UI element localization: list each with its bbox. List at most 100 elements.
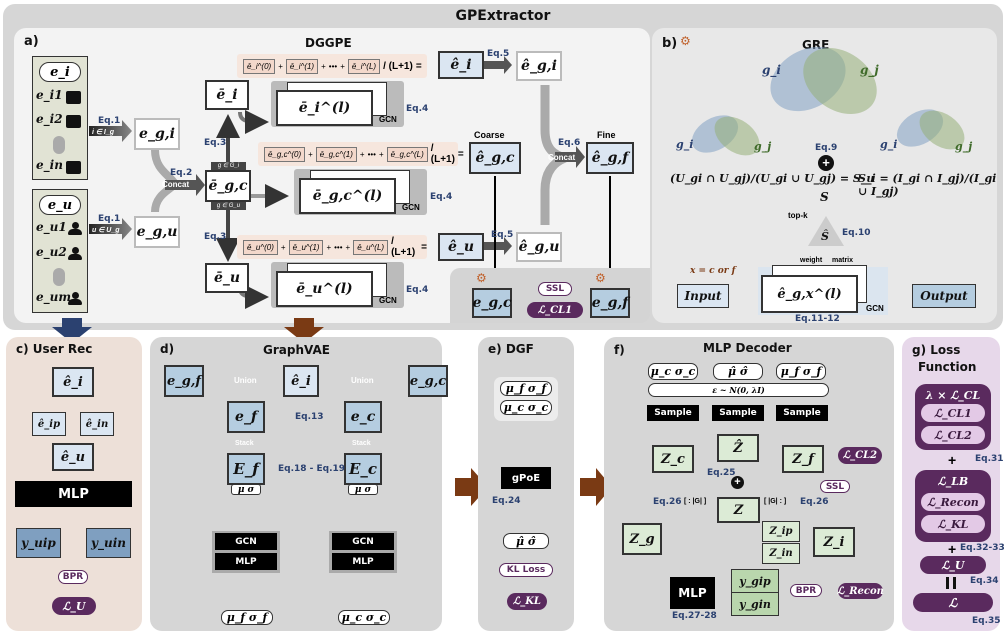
sum-term: ē_i^(0) — [243, 58, 276, 74]
gcn-layer-i-label: ē_i^(l) — [298, 100, 351, 116]
panel-c-label: c) — [16, 342, 29, 356]
e-loss-kl-text: ℒ_KL — [513, 596, 541, 607]
sum-circle-icon: + — [818, 155, 834, 171]
c-loss-u: ℒ_U — [52, 597, 96, 615]
user-2: e_u2 — [36, 245, 67, 259]
ssl-pill: SSL — [538, 282, 572, 296]
z-f-label: Z_f — [792, 451, 814, 467]
sum-term: ē_g,c^(0) — [264, 146, 306, 162]
e-g-i-label: e_g,i — [139, 126, 175, 142]
eq24: Eq.24 — [492, 496, 521, 506]
d-out-c: μ_c σ_c — [338, 610, 390, 625]
eq1-top: Eq.1 — [98, 116, 121, 126]
sum-term: ē_i^(L) — [347, 58, 381, 74]
sum-ellipsis: ••• — [334, 242, 343, 252]
loss-title-1: g) Loss — [912, 343, 960, 357]
eq32: Eq.32-33 — [960, 543, 1005, 553]
ebar-i-box: ē_i — [205, 80, 249, 110]
y-gin-box: y_gin — [731, 592, 779, 616]
d-mlp-right: MLP — [332, 553, 394, 570]
f-ssl-text: SSL — [825, 481, 845, 492]
dggpe-title: DGGPE — [305, 36, 352, 50]
gcn-label-i: GCN — [379, 115, 397, 124]
eq26-right: Eq.26 — [800, 497, 829, 507]
cl1-text: ℒ_CL1 — [934, 406, 972, 420]
eq25: Eq.25 — [707, 468, 736, 478]
arrow-users-to-egu — [89, 218, 132, 240]
item-icon — [66, 91, 81, 104]
sum-term: ē_i^(1) — [285, 58, 319, 74]
gi-label-left: g_i — [676, 138, 694, 151]
e-gc-out-label: e_g,c — [472, 295, 512, 311]
d-e-c-label: e_c — [350, 409, 376, 425]
gcn-layer-c: ē_g,c^(l) — [299, 178, 396, 214]
arrow-concat-to-ebar — [165, 174, 205, 196]
panel-d-label: d) — [160, 342, 175, 356]
f-in-c-text: μ_c σ_c — [650, 365, 696, 378]
f-loss-cl2-text: ℒ_CL2 — [842, 450, 878, 461]
div-label: / (L+1) — [430, 143, 455, 165]
eq3-top: Eq.3 — [204, 138, 227, 148]
e-in-c-text: μ_c σ_c — [503, 401, 549, 414]
z-ip-label: Z_ip — [769, 526, 793, 537]
gcn-layer-i: ē_i^(l) — [276, 90, 373, 126]
panel-a-label: a) — [24, 34, 39, 49]
eq2: Eq.2 — [170, 168, 193, 178]
c-loss-u-text: ℒ_U — [62, 599, 86, 613]
item-icon — [66, 115, 81, 128]
z-hat-label: Ẑ — [733, 440, 743, 456]
ehat-i-box: ê_i — [438, 51, 484, 79]
input-label: Input — [684, 289, 722, 303]
cl-group-label: λ × ℒ_CL — [925, 389, 981, 402]
sum-term: ē_g,c^(1) — [315, 146, 357, 162]
z-i-label: Z_i — [823, 534, 845, 550]
panel-c-title: User Rec — [32, 342, 93, 356]
output-label: Output — [920, 289, 968, 303]
ebar-gc-label: ē_g,c — [208, 178, 248, 194]
equals: = — [415, 60, 422, 72]
plus-sign-1: + — [948, 452, 957, 468]
gcn-layer-c-label: ē_g,c^(l) — [312, 188, 383, 204]
f-sum-circle-icon: + — [731, 476, 744, 489]
z-i-box: Z_i — [813, 527, 855, 557]
d-ehat-i-box: ê_i — [283, 365, 319, 397]
d-musig-c: μ σ — [348, 484, 378, 495]
d-E-c-label: E_c — [348, 460, 378, 478]
z-box: Z — [717, 497, 760, 523]
union-right: Union — [351, 376, 374, 385]
y-gip-box: y_gip — [731, 569, 779, 593]
topk-label: top-k — [788, 211, 808, 220]
cond-i: i ∈ I_g — [92, 129, 115, 136]
coarse-label: Coarse — [474, 130, 505, 140]
f-mlp-block: MLP — [670, 577, 715, 609]
panel-g-title-1: Loss — [930, 343, 961, 357]
eq13: Eq.13 — [295, 412, 324, 422]
z-label: Z — [733, 502, 744, 518]
gj-label-left: g_j — [754, 140, 772, 153]
f-in-hat-text: μ̂ σ̂ — [728, 365, 748, 378]
loss-cl1: ℒ_CL1 — [527, 302, 583, 318]
ebar-gc-box: ē_g,c — [205, 170, 251, 202]
d-gcn-right: GCN — [332, 533, 394, 550]
concat2-label: Concat — [548, 153, 576, 162]
z-in-label: Z_in — [769, 548, 793, 559]
arrow-down-to-graphvae — [284, 318, 324, 343]
sum-term: ē_u^(0) — [243, 239, 278, 255]
gear-icon: ⚙ — [595, 271, 606, 285]
ehat-gi-label: ê_g,i — [521, 58, 557, 74]
g-in-gi: g ∈ G_i — [211, 162, 246, 170]
e-gc-out-box: e_g,c — [472, 288, 512, 318]
x-def: x = c or f — [690, 266, 736, 276]
su-formula: (U_gi ∩ U_gj)/(U_gi ∪ U_gj) = S_u — [670, 172, 875, 185]
item-header-text: e_i — [50, 64, 70, 80]
eq1-bottom: Eq.1 — [98, 214, 121, 224]
d-e-gf-label: e_g,f — [167, 373, 201, 389]
f-in-f: μ_f σ_f — [776, 363, 826, 380]
si-formula: S_i = (I_gi ∩ I_gj)/(I_gi ∪ I_gj) — [858, 172, 997, 198]
gcn-label-c: GCN — [402, 203, 420, 212]
d-gcn-left: GCN — [215, 533, 277, 550]
ellipsis-pill — [53, 268, 65, 286]
recon-row: ℒ_Recon — [921, 493, 985, 511]
c-y-p-label: y_uip — [21, 536, 56, 550]
f-in-f-text: μ_f σ_f — [780, 365, 822, 378]
